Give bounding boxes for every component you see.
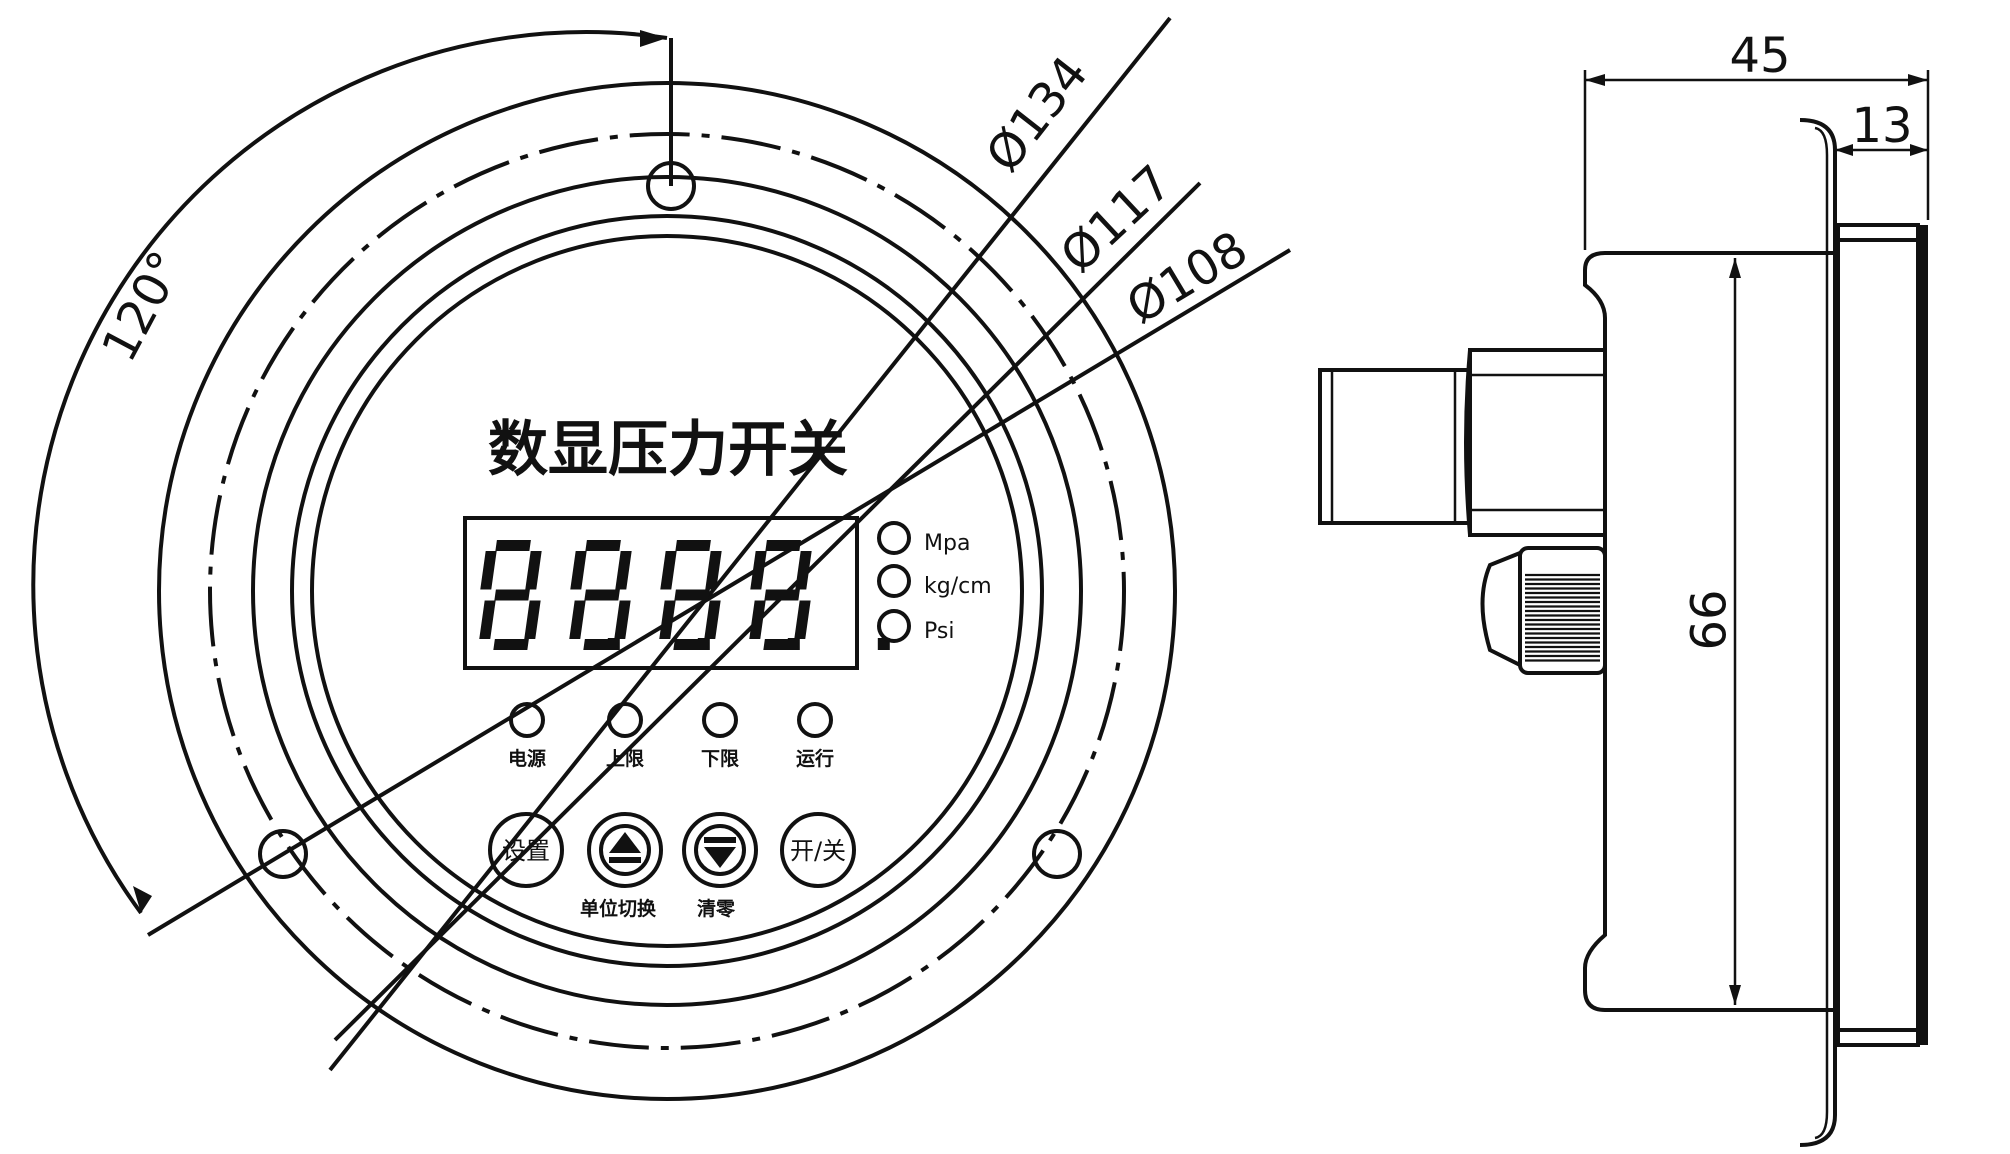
unit-label-kgcm: kg/cm	[924, 574, 992, 599]
outer-bezel-circle	[157, 81, 1177, 1101]
led-label-upper: 上限	[606, 748, 644, 770]
angle-arc	[31, 30, 668, 915]
digit-3-segment-0	[765, 540, 801, 551]
mounting-hole-left	[258, 829, 308, 879]
ring-circle-117	[251, 175, 1083, 1007]
dim-label-45: 45	[1729, 28, 1790, 84]
diameter-134-label: Ø134	[975, 46, 1099, 182]
unit-led-kgcm	[877, 564, 911, 598]
angle-arrow-bottom	[133, 886, 152, 913]
angle-arrow-top	[640, 30, 667, 47]
cable-gland-cap	[1480, 550, 1522, 669]
display-window	[463, 516, 859, 670]
up-button[interactable]	[587, 812, 663, 888]
led-power	[509, 702, 545, 738]
side-flange	[1799, 118, 1837, 1147]
led-lower-limit	[702, 702, 738, 738]
digit-2-segment-6	[673, 639, 709, 650]
digit-2-segment-5	[704, 600, 721, 639]
led-label-power: 电源	[508, 747, 546, 770]
digit-3-segment-6	[763, 639, 799, 650]
unit-led-mpa	[877, 521, 911, 555]
caption-zero: 清零	[697, 897, 736, 920]
side-view: 45 13 99	[1318, 28, 1930, 1147]
diameter-108-label: Ø108	[1117, 221, 1257, 336]
hex-nut	[1468, 348, 1607, 537]
digit-1-segment-4	[569, 600, 586, 639]
digit-3-segment-5	[794, 600, 811, 639]
leader-117	[333, 181, 1202, 1042]
led-label-run: 运行	[796, 747, 834, 770]
digit-0-segment-2	[525, 551, 542, 590]
seven-segment-digits	[479, 540, 890, 650]
led-upper-limit	[607, 702, 643, 738]
digit-1-segment-2	[615, 551, 632, 590]
digit-0-segment-5	[524, 600, 541, 639]
unit-label-mpa: Mpa	[924, 531, 970, 556]
power-toggle-label: 开/关	[790, 837, 846, 865]
digit-1-segment-0	[585, 540, 621, 551]
mounting-hole-right	[1032, 829, 1082, 879]
mounting-hole-pcd-circle	[208, 132, 1126, 1050]
digit-2-segment-2	[705, 551, 722, 590]
digit-1-segment-6	[583, 639, 619, 650]
digit-3-segment-2	[795, 551, 812, 590]
down-arrow-icon	[704, 847, 736, 868]
digit-1-segment-3	[584, 589, 620, 601]
device-title: 数显压力开关	[488, 415, 848, 485]
digit-0-segment-0	[495, 540, 531, 551]
digit-2-segment-3	[674, 589, 710, 601]
digit-2-segment-0	[675, 540, 711, 551]
face-circle	[310, 234, 1024, 948]
digit-0-segment-6	[493, 639, 529, 650]
leader-108	[146, 248, 1292, 937]
leader-134	[328, 16, 1172, 1072]
digit-3-segment-1	[750, 551, 767, 590]
front-view: Ø134 Ø117 Ø108 120° 数显压力开关 Mpa kg/cm Psi…	[31, 16, 1292, 1101]
ring-circle-108	[290, 214, 1044, 968]
digit-2-segment-1	[660, 551, 677, 590]
down-button[interactable]	[682, 812, 758, 888]
side-face-glass	[1918, 225, 1928, 1045]
unit-label-psi: Psi	[924, 619, 954, 644]
digit-0-segment-1	[480, 551, 497, 590]
unit-led-psi	[877, 609, 911, 643]
gland-grip-ribs	[1525, 573, 1600, 662]
digit-3-segment-3	[764, 589, 800, 601]
set-button-label: 设置	[502, 837, 550, 865]
set-button[interactable]	[488, 812, 564, 888]
digit-3-segment-4	[749, 600, 766, 639]
dim-label-99: 99	[1678, 589, 1734, 650]
caption-unit-switch: 单位切换	[580, 897, 657, 920]
cable-gland-nut	[1518, 546, 1607, 675]
digit-0-segment-3	[494, 589, 530, 601]
side-front-ring	[1836, 223, 1920, 1047]
led-label-lower: 下限	[701, 748, 739, 770]
led-run	[797, 702, 833, 738]
digit-1-segment-5	[614, 600, 631, 639]
dim-label-13: 13	[1851, 98, 1912, 154]
up-arrow-icon	[609, 832, 641, 853]
power-toggle-button[interactable]	[780, 812, 856, 888]
side-flange-inner	[1814, 126, 1829, 1140]
digit-0-segment-4	[479, 600, 496, 639]
threaded-port	[1318, 368, 1472, 525]
digit-1-segment-1	[570, 551, 587, 590]
digit-2-segment-4	[659, 600, 676, 639]
